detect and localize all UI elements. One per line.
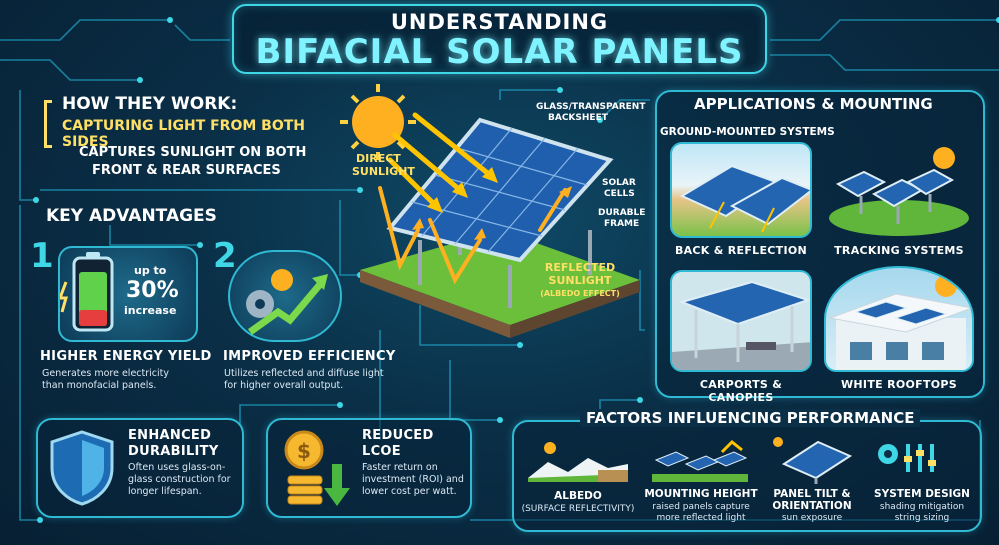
gear-icon: [246, 290, 274, 318]
how-desc-1: CAPTURES SUNLIGHT ON BOTH: [79, 145, 307, 160]
advantage-4-desc-2: investment (ROI) and: [362, 474, 464, 485]
factor-3-title-1: PANEL TILT &: [773, 488, 851, 500]
sun-icon: [773, 437, 783, 447]
title-line-1: UNDERSTANDING: [390, 10, 609, 34]
advantage-number-2: 2: [213, 236, 237, 276]
solar-cells-label-1: SOLAR: [602, 178, 636, 188]
solar-panel-icon: [678, 280, 810, 326]
factor-4-desc-1: shading mitigation: [879, 502, 965, 512]
advantage-3-title-1: ENHANCED: [128, 428, 212, 443]
advantage-4-desc-3: lower cost per watt.: [362, 486, 457, 497]
applications-heading: APPLICATIONS & MOUNTING: [694, 95, 933, 113]
factors-heading: FACTORS INFLUENCING PERFORMANCE: [580, 409, 921, 427]
advantage-2-title: IMPROVED EFFICIENCY: [223, 349, 396, 364]
app-tile-tracking: [824, 142, 974, 238]
system-design-icon: [878, 444, 936, 472]
how-heading: HOW THEY WORK:: [62, 94, 238, 114]
ground-mounted-heading: GROUND-MOUNTED SYSTEMS: [660, 126, 835, 138]
solar-panel-icon: [781, 440, 853, 480]
reflected-label-1: REFLECTED: [544, 261, 616, 274]
factor-3-title-2: ORIENTATION: [772, 500, 852, 512]
title-line-2: BIFACIAL SOLAR PANELS: [255, 32, 744, 72]
efficiency-icon: [228, 250, 342, 342]
app-label-carports: CARPORTS & CANOPIES: [699, 378, 783, 404]
app-label-back-reflection: BACK & REFLECTION: [674, 244, 808, 257]
solar-panel-icon: [679, 164, 810, 226]
how-subheading: CAPTURING LIGHT FROM BOTH SIDES: [62, 118, 306, 150]
battery-icon: up to 30% increase: [57, 246, 198, 342]
bifacial-panel-diagram: [340, 84, 640, 338]
panel-tilt-icon: [773, 437, 853, 484]
badge-percent: 30%: [126, 278, 179, 303]
glass-label-1: GLASS/TRANSPARENT: [536, 102, 646, 112]
svg-text:$: $: [297, 439, 311, 463]
factor-4-title: SYSTEM DESIGN: [874, 488, 970, 500]
app-label-rooftops: WHITE ROOFTOPS: [840, 378, 957, 391]
factor-1-desc: (SURFACE REFLECTIVITY): [521, 504, 635, 514]
sun-icon: [271, 269, 293, 291]
coin-icon: $: [274, 428, 358, 512]
advantage-4-title-1: REDUCED: [362, 428, 434, 443]
how-bracket: [44, 100, 52, 148]
reflected-label-2: SUNLIGHT: [548, 274, 612, 287]
factor-4-desc-2: string sizing: [894, 513, 950, 523]
solar-cells-label-2: CELLS: [604, 189, 635, 199]
advantage-3-title-2: DURABILITY: [128, 444, 219, 459]
solar-panel-icon: [386, 117, 614, 263]
factor-1-title: ALBEDO: [554, 490, 602, 502]
advantage-number-1: 1: [30, 236, 54, 276]
factor-3-desc: sun exposure: [781, 513, 843, 523]
app-tile-rooftops: [824, 266, 974, 372]
advantage-3-desc-1: Often uses glass-on-: [128, 462, 226, 473]
solar-panel-icon: [854, 301, 948, 325]
durable-frame-label-1: DURABLE: [598, 208, 646, 218]
advantage-2-desc-1: Utilizes reflected and diffuse light: [224, 368, 384, 379]
durable-frame-label-2: FRAME: [604, 219, 640, 229]
glass-label-2: BACKSHEET: [548, 113, 608, 123]
advantage-1-desc-1: Generates more electricity: [42, 368, 169, 379]
how-desc-2: FRONT & REAR SURFACES: [92, 163, 281, 178]
advantage-3-desc-2: glass construction for: [128, 474, 231, 485]
albedo-icon: [528, 442, 628, 482]
how-they-work-section: HOW THEY WORK: CAPTURING LIGHT FROM BOTH…: [44, 92, 344, 192]
factor-2-title: MOUNTING HEIGHT: [644, 488, 758, 500]
sun-icon: [544, 442, 556, 454]
direct-sunlight-label-1: DIRECT: [356, 152, 401, 165]
reflected-label-3: (ALBEDO EFFECT): [540, 289, 620, 298]
advantage-1-title: HIGHER ENERGY YIELD: [40, 349, 212, 364]
solar-panel-icon: [835, 168, 955, 208]
factor-2-desc-2: more reflected light: [656, 513, 746, 523]
badge-increase: increase: [124, 304, 177, 317]
trend-arrow-icon: [324, 464, 350, 506]
solar-panel-icon: [654, 451, 748, 471]
mounting-height-icon: [652, 439, 748, 482]
shield-icon: [48, 430, 116, 510]
sun-icon: [340, 84, 416, 160]
advantage-3-desc-3: longer lifespan.: [128, 486, 202, 497]
sun-icon: [933, 147, 955, 169]
gear-icon: [878, 444, 898, 464]
app-label-tracking: TRACKING SYSTEMS: [834, 244, 964, 257]
factor-2-desc-1: raised panels capture: [652, 502, 750, 512]
advantage-4-desc-1: Faster return on: [362, 462, 438, 473]
advantage-4-title-2: LCOE: [362, 444, 401, 459]
advantage-1-desc-2: than monofacial panels.: [42, 380, 157, 391]
app-tile-carports: [670, 270, 812, 372]
advantage-2-desc-2: for higher overall output.: [224, 380, 344, 391]
title-banner: UNDERSTANDING BIFACIAL SOLAR PANELS: [232, 4, 767, 74]
key-advantages-heading: KEY ADVANTAGES: [46, 206, 217, 226]
badge-up-to: up to: [134, 264, 167, 277]
app-tile-back-reflection: [670, 142, 812, 238]
direct-sunlight-label-2: SUNLIGHT: [352, 165, 415, 178]
